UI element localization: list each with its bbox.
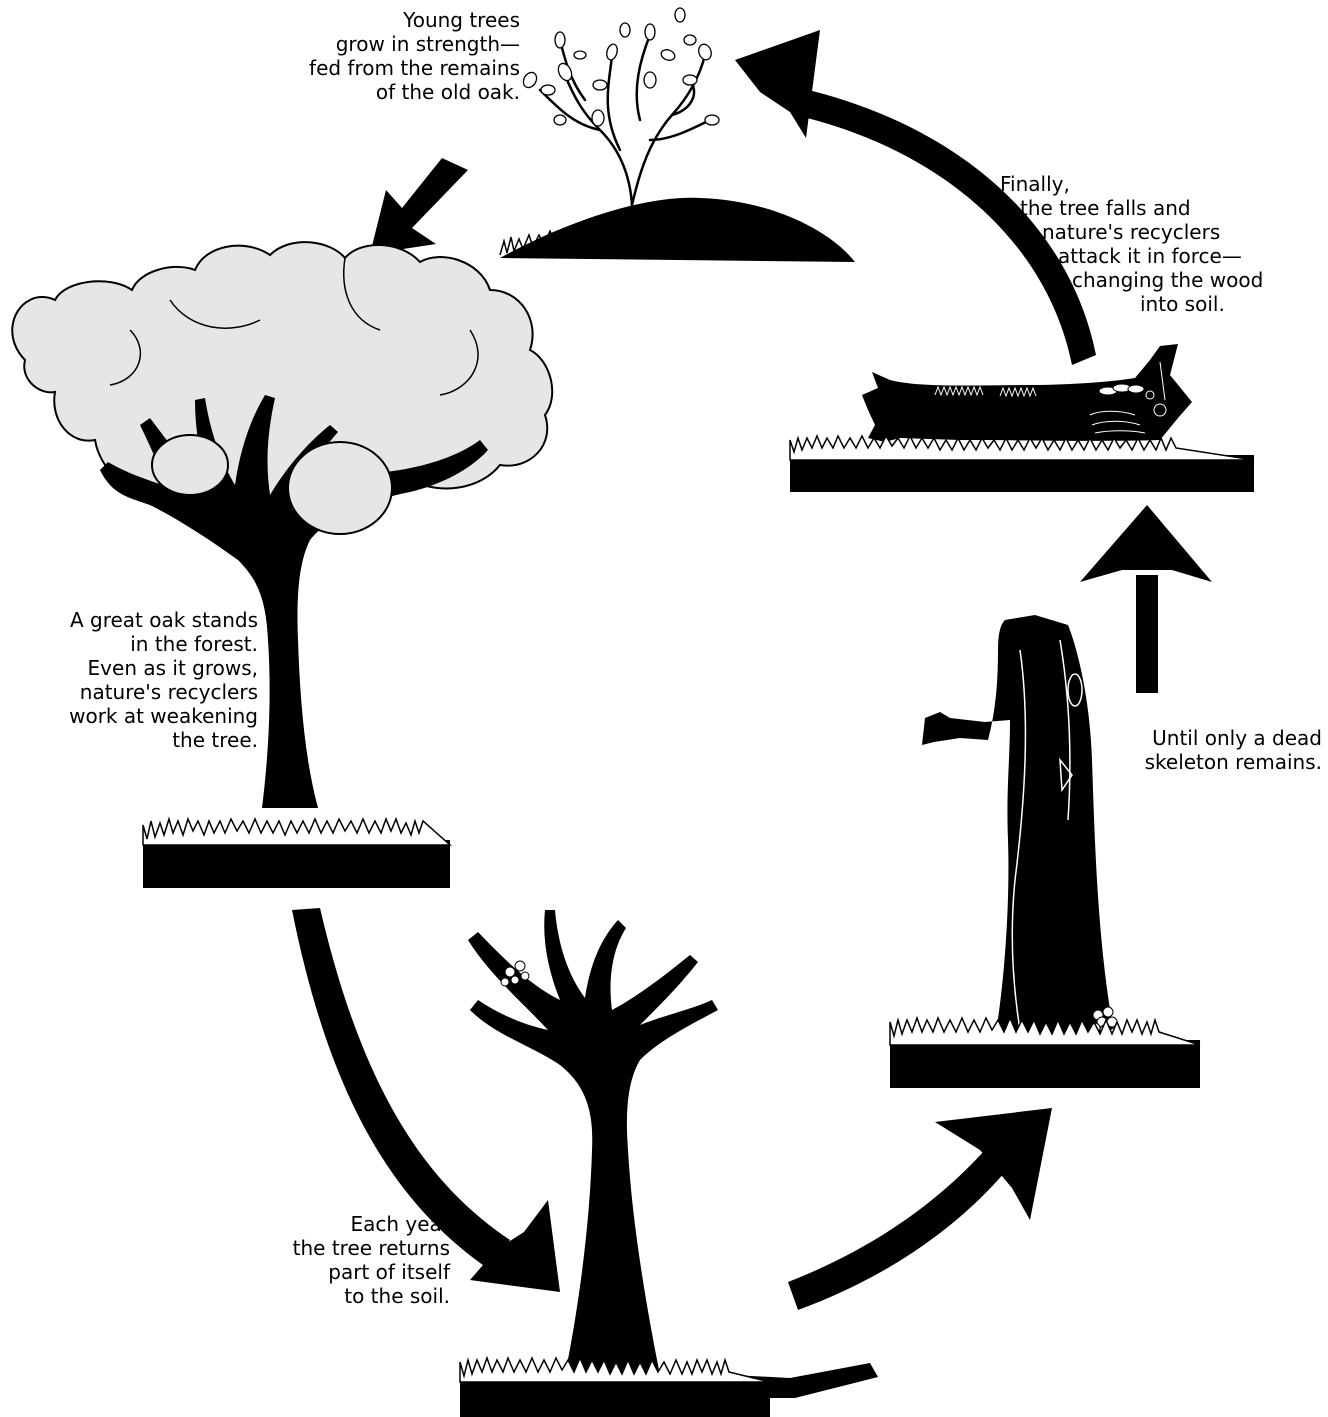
- caption-line: the tree.: [172, 728, 258, 752]
- caption-line: the tree falls and: [1020, 196, 1191, 220]
- shedding-tree-grass: [459, 1355, 771, 1383]
- fallen-log-illustration: [789, 344, 1255, 492]
- caption-line: Young trees: [403, 8, 520, 32]
- caption-line: grow in strength—: [335, 32, 520, 56]
- arrow-young-to-oak: [370, 158, 468, 254]
- caption-line: skeleton remains.: [1144, 750, 1322, 774]
- caption-line: attack it in force—: [1058, 244, 1242, 268]
- oak-grass: [142, 816, 452, 846]
- great-oak-illustration: [11, 241, 554, 888]
- caption-skeleton: Until only a dead skeleton remains.: [1090, 726, 1322, 774]
- caption-line: Finally,: [1000, 172, 1070, 196]
- caption-line: work at weakening: [69, 704, 258, 728]
- oak-ground: [143, 840, 450, 888]
- arrow-skeleton-to-log-shaft: [1136, 575, 1158, 693]
- caption-line: nature's recyclers: [79, 680, 258, 704]
- shedding-tree-trunk-and-branches: [468, 910, 718, 1375]
- shedding-tree-illustration: [459, 910, 878, 1417]
- caption-line: into soil.: [1140, 292, 1225, 316]
- caption-line: Even as it grows,: [87, 656, 258, 680]
- caption-line: part of itself: [328, 1260, 450, 1284]
- dead-snag-illustration: [889, 615, 1201, 1088]
- foliage-cluster: [287, 441, 393, 535]
- log-body: [862, 344, 1192, 442]
- caption-line: Each year: [350, 1212, 450, 1236]
- caption-young-trees: Young trees grow in strength— fed from t…: [300, 8, 520, 104]
- shedding-tree-leaves: [500, 960, 530, 987]
- oak-trunk-and-branches: [100, 395, 488, 808]
- arrow-log-to-young-head: [735, 30, 820, 138]
- arrow-log-to-young: [795, 88, 1096, 365]
- log-decay-texture: [934, 361, 1167, 434]
- caption-line: in the forest.: [130, 632, 258, 656]
- caption-line: to the soil.: [344, 1284, 450, 1308]
- caption-line: of the old oak.: [375, 80, 520, 104]
- arrow-oak-to-shedding: [292, 908, 510, 1270]
- cycle-arrows: [292, 30, 1212, 1310]
- mound-grass: [499, 227, 778, 262]
- foliage-cluster: [151, 434, 229, 496]
- arrow-shedding-to-skeleton-head: [935, 1108, 1052, 1220]
- caption-line: A great oak stands: [69, 608, 258, 632]
- caption-line: changing the wood: [1072, 268, 1264, 292]
- snag-trunk: [922, 615, 1115, 1038]
- arrow-skeleton-to-log-head: [1080, 505, 1212, 582]
- soil-mound: [500, 197, 855, 262]
- log-grass: [789, 434, 1255, 461]
- caption-line: Until only a dead: [1152, 726, 1322, 750]
- snag-grass: [889, 1015, 1201, 1046]
- caption-each-year: Each year the tree returns part of itsel…: [250, 1212, 450, 1308]
- caption-great-oak: A great oak stands in the forest. Even a…: [0, 608, 258, 752]
- caption-line: fed from the remains: [309, 56, 520, 80]
- snag-ground: [890, 1040, 1200, 1088]
- young-trees-illustration: [499, 7, 855, 262]
- oak-canopy: [11, 241, 554, 521]
- arrow-shedding-to-skeleton: [788, 1150, 1005, 1310]
- caption-line: the tree returns: [292, 1236, 450, 1260]
- shedding-tree-ground: [460, 1378, 770, 1417]
- log-ground: [790, 455, 1254, 492]
- caption-line: nature's recyclers: [1042, 220, 1221, 244]
- arrow-oak-to-shedding-head: [470, 1200, 560, 1292]
- caption-finally: Finally, the tree falls and nature's rec…: [990, 172, 1320, 316]
